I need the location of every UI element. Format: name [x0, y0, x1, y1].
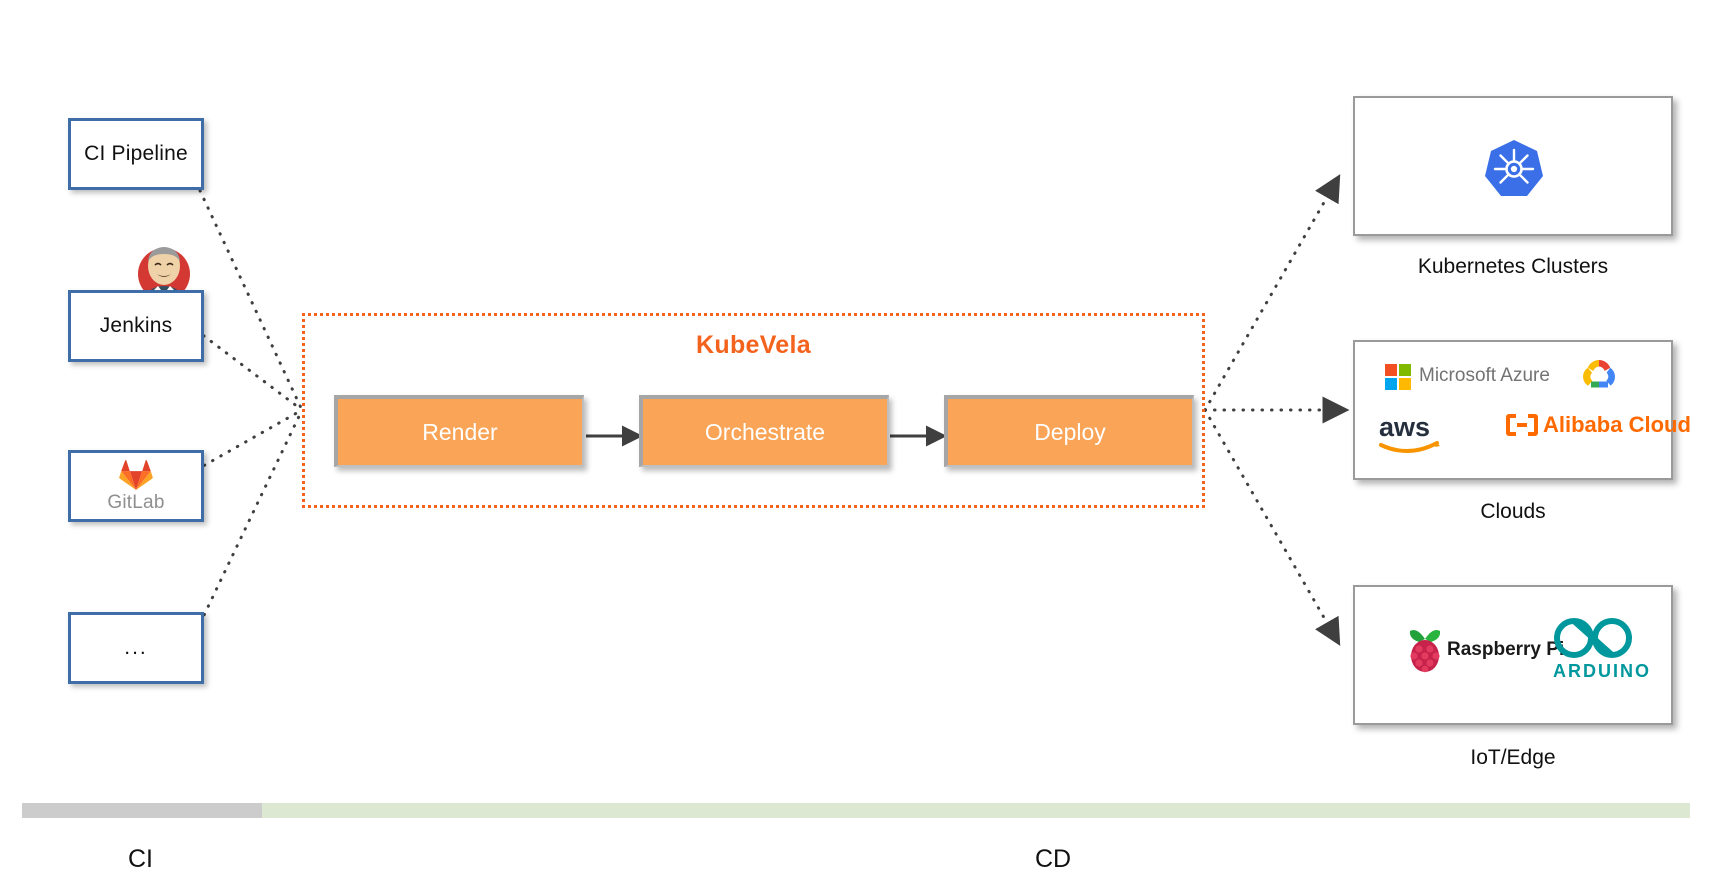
stage-box-orchestrate[interactable]: Orchestrate	[639, 395, 889, 467]
target-caption-clouds: Clouds	[1480, 500, 1546, 523]
microsoft-azure-label: Microsoft Azure	[1419, 365, 1550, 386]
arduino-icon	[1551, 615, 1635, 661]
google-cloud-icon	[1575, 356, 1623, 398]
stage-box-render[interactable]: Render	[334, 395, 584, 467]
source-label-jenkins: Jenkins	[99, 314, 173, 337]
target-caption-iot-edge: IoT/Edge	[1470, 746, 1556, 769]
raspberry-pi-label: Raspberry Pi	[1447, 639, 1565, 660]
source-label-more: ...	[124, 636, 148, 659]
source-box-ci-pipeline[interactable]: CI Pipeline	[68, 118, 204, 190]
kubernetes-helm-icon	[1483, 138, 1545, 200]
svg-text:aws: aws	[1379, 412, 1430, 442]
alibaba-cloud-icon	[1505, 412, 1539, 438]
source-label-gitlab: GitLab	[107, 491, 165, 513]
target-box-iot-edge[interactable]: Raspberry Pi ARDUINO	[1353, 585, 1673, 725]
phase-bar-ci	[22, 803, 262, 818]
arduino-label: ARDUINO	[1553, 661, 1651, 681]
stage-box-deploy[interactable]: Deploy	[944, 395, 1194, 467]
alibaba-cloud-label: Alibaba Cloud	[1543, 412, 1691, 437]
target-box-clouds[interactable]: Microsoft Azure aws	[1353, 340, 1691, 480]
phase-label-ci: CI	[128, 845, 153, 873]
phase-bar-cd	[262, 803, 1690, 818]
aws-icon: aws	[1377, 410, 1455, 456]
phase-label-cd: CD	[1035, 845, 1072, 873]
gitlab-fox-icon	[119, 459, 153, 491]
target-box-kubernetes[interactable]	[1353, 96, 1673, 236]
kubevela-title: KubeVela	[696, 331, 811, 359]
raspberry-pi-icon	[1403, 625, 1447, 675]
stage-label-deploy: Deploy	[1034, 418, 1106, 445]
source-box-jenkins[interactable]: Jenkins	[68, 290, 204, 362]
stage-label-orchestrate: Orchestrate	[704, 418, 826, 445]
microsoft-azure-icon	[1385, 364, 1411, 390]
source-box-gitlab[interactable]: GitLab	[68, 450, 204, 522]
target-caption-kubernetes: Kubernetes Clusters	[1417, 255, 1609, 278]
source-box-more[interactable]: ...	[68, 612, 204, 684]
kubevela-container: KubeVela	[302, 313, 1205, 508]
source-label-ci-pipeline: CI Pipeline	[84, 142, 188, 165]
stage-label-render: Render	[422, 418, 498, 445]
